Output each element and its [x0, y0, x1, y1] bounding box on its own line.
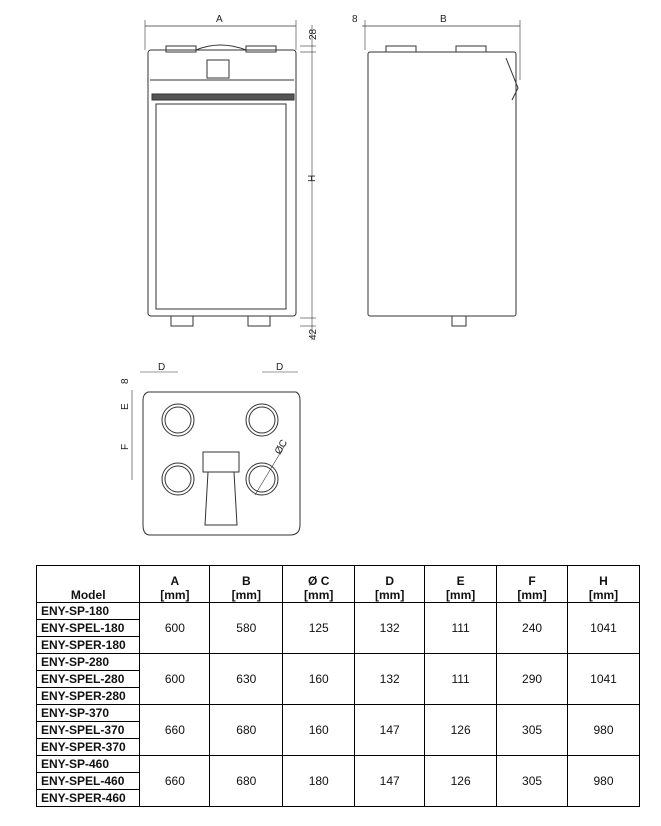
value-cell: 147	[354, 704, 426, 756]
value-cell: 580	[209, 602, 284, 654]
model-cell: ENY-SPEL-370	[35, 721, 141, 739]
value-cell: 600	[139, 602, 211, 654]
model-cell: ENY-SP-180	[35, 602, 141, 620]
value-cell: 660	[139, 755, 211, 807]
dim-E: E	[120, 403, 131, 410]
value-cell: 660	[139, 704, 211, 756]
value-cell: 290	[496, 653, 569, 705]
bottom-view: D D 8 E F ØC	[120, 362, 301, 536]
column-header: E[mm]	[424, 565, 498, 603]
value-cell: 132	[354, 602, 426, 654]
dim-A: A	[216, 14, 223, 25]
value-cell: 1041	[567, 602, 640, 654]
model-cell: ENY-SPER-370	[35, 738, 141, 756]
table-row: ENY-SPEL-180	[35, 619, 640, 637]
value-cell: 111	[424, 653, 498, 705]
column-header: Model	[35, 565, 141, 603]
header-unit: [mm]	[445, 588, 476, 602]
value-cell: 160	[282, 704, 356, 756]
model-cell: ENY-SPER-280	[35, 687, 141, 705]
value-cell: 147	[354, 755, 426, 807]
value-cell: 980	[567, 755, 640, 807]
header-unit: [mm]	[588, 588, 619, 602]
side-view: 8 B	[352, 14, 521, 327]
header-name: A	[170, 574, 180, 588]
value-cell: 160	[282, 653, 356, 705]
dim-C: ØC	[273, 438, 290, 456]
value-cell: 125	[282, 602, 356, 654]
value-cell: 630	[209, 653, 284, 705]
column-header: Ø C[mm]	[282, 565, 356, 603]
value-cell: 980	[567, 704, 640, 756]
value-cell: 1041	[567, 653, 640, 705]
dim-42: 42	[308, 328, 319, 340]
header-name: D	[385, 574, 394, 588]
header-unit: [mm]	[375, 588, 405, 602]
model-cell: ENY-SPEL-180	[35, 619, 141, 637]
value-cell: 180	[282, 755, 356, 807]
dim-F: F	[120, 444, 131, 450]
column-header: D[mm]	[354, 565, 426, 603]
header-name: E	[456, 574, 465, 588]
dim-H: H	[307, 175, 318, 182]
table-row: ENY-SPER-460	[35, 789, 640, 807]
front-view: A 28 H 42	[144, 14, 319, 340]
value-cell: 240	[496, 602, 569, 654]
header-name: F	[528, 574, 536, 588]
table-row: ENY-SPER-280	[35, 687, 640, 705]
header-name: Ø C	[308, 574, 330, 588]
model-cell: ENY-SP-370	[35, 704, 141, 722]
value-cell: 111	[424, 602, 498, 654]
dim-8-side: 8	[352, 14, 358, 25]
value-cell: 132	[354, 653, 426, 705]
value-cell: 305	[496, 704, 569, 756]
model-cell: ENY-SPEL-460	[35, 772, 141, 790]
header-name: B	[241, 574, 251, 588]
column-header: A[mm]	[139, 565, 211, 603]
dim-D-right: D	[276, 362, 283, 373]
model-cell: ENY-SPEL-280	[35, 670, 141, 688]
dim-D-left: D	[158, 362, 165, 373]
model-cell: ENY-SPER-460	[35, 789, 141, 807]
dim-28: 28	[308, 28, 319, 40]
dim-B: B	[440, 14, 447, 25]
model-cell: ENY-SP-280	[35, 653, 141, 671]
value-cell: 126	[424, 755, 498, 807]
value-cell: 680	[209, 704, 284, 756]
header-unit: [mm]	[304, 588, 334, 602]
table-row: ENY-SPEL-370	[35, 721, 640, 739]
dim-8-bottom: 8	[120, 378, 131, 384]
technical-drawings: A 28 H 42 8 B D D 8 E F ØC	[120, 14, 521, 536]
header-name: H	[599, 574, 608, 588]
column-header: B[mm]	[209, 565, 284, 603]
model-cell: ENY-SP-460	[35, 755, 141, 773]
table-row: ENY-SPER-370	[35, 738, 640, 756]
model-cell: ENY-SPER-180	[35, 636, 141, 654]
header-unit: [mm]	[517, 588, 547, 602]
header-unit: [mm]	[160, 588, 190, 602]
column-header: H[mm]	[567, 565, 640, 603]
value-cell: 126	[424, 704, 498, 756]
column-header: F[mm]	[496, 565, 569, 603]
value-cell: 305	[496, 755, 569, 807]
value-cell: 680	[209, 755, 284, 807]
value-cell: 600	[139, 653, 211, 705]
header-unit: [mm]	[231, 588, 261, 602]
header-name: Model	[70, 588, 106, 602]
